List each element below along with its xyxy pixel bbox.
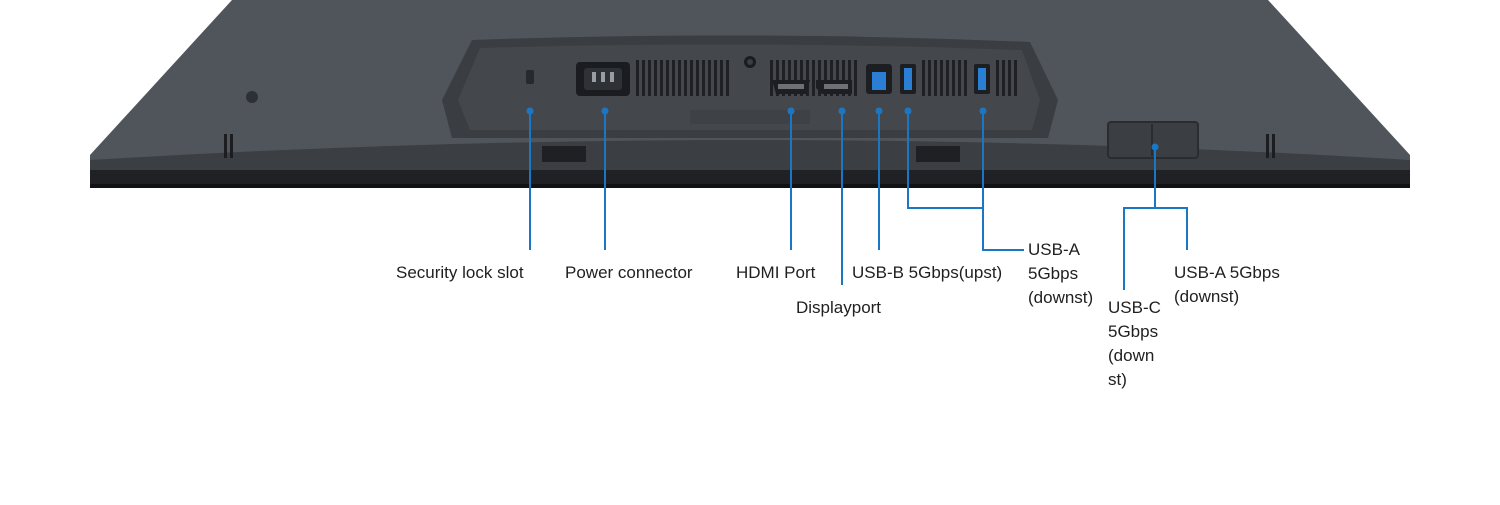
knob (246, 91, 258, 103)
callout-lines (529, 111, 1188, 290)
label-usbb: USB-B 5Gbps(upst) (852, 263, 1003, 282)
callout-dots (526, 107, 1159, 151)
security-slot (526, 70, 534, 84)
label-hdmi-port: HDMI Port (736, 263, 816, 282)
usbb-port (866, 64, 892, 94)
hdmi-port (772, 80, 810, 94)
label-usba-side: USB-A 5Gbps (downst) (1174, 263, 1280, 306)
side-vents (224, 134, 1275, 158)
label-security-lock-slot: Security lock slot (396, 263, 524, 282)
label-usba-rear: USB-A 5Gbps (downst) (1028, 240, 1094, 307)
displayport-port (816, 80, 852, 94)
label-usbc-side: USB-C 5Gbps (down st) (1108, 298, 1161, 389)
foot-left (542, 146, 586, 162)
foot-right (916, 146, 960, 162)
label-displayport: Displayport (796, 298, 882, 317)
power-connector (576, 62, 630, 96)
label-power-connector: Power connector (565, 263, 693, 282)
panel-vents (636, 60, 1017, 96)
usba-rear-ports (900, 64, 990, 94)
